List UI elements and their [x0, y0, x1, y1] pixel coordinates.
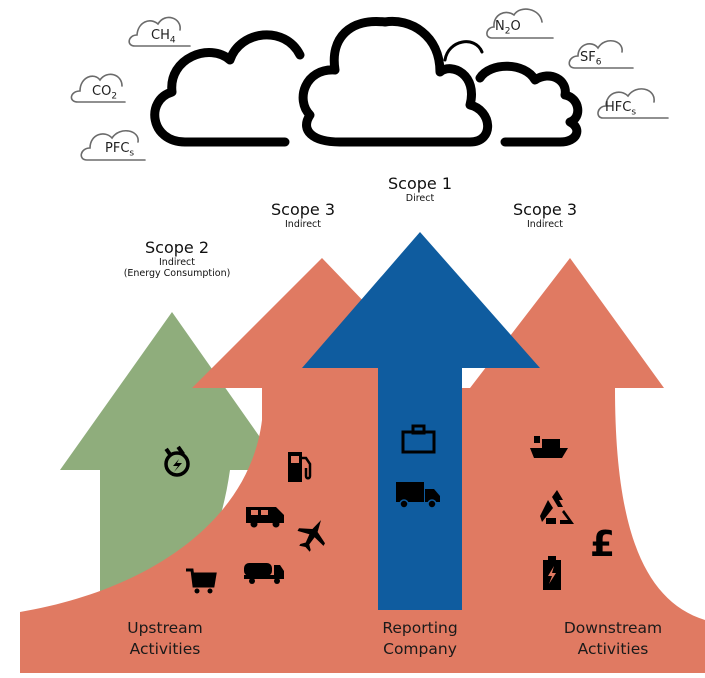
gas-label-n2o: N2O	[495, 19, 521, 37]
gas-ch4-main: CH	[151, 28, 170, 43]
scope1-label: Scope 1 Direct	[370, 174, 470, 204]
upstream-label: Upstream Activities	[105, 618, 225, 660]
scope2-title: Scope 2	[144, 238, 209, 257]
gas-hfcs-main: HFC	[605, 100, 632, 115]
gas-n2o-sub: 2	[504, 26, 511, 37]
scope3-right-subtitle: Indirect	[527, 219, 563, 230]
scope3-left-title: Scope 3	[270, 200, 335, 219]
plug-icon	[164, 445, 190, 477]
briefcase-icon	[401, 424, 436, 454]
large-cloud-center	[298, 16, 493, 147]
scope2-label: Scope 2 Indirect (Energy Consumption)	[107, 238, 247, 279]
small-cloud-hfcs	[597, 88, 669, 119]
reporting-company-label: Reporting Company	[360, 618, 480, 660]
gas-sf6-sub: 6	[595, 57, 602, 68]
downstream-label: Downstream Activities	[548, 618, 678, 660]
scope2-subtitle-detail: (Energy Consumption)	[123, 268, 231, 279]
scope2-arrow	[60, 312, 283, 620]
scope1-subtitle: Direct	[405, 193, 435, 204]
small-cloud-n2o	[486, 8, 554, 39]
ship-icon	[530, 436, 568, 458]
tanker-truck-icon	[244, 563, 284, 584]
gas-ch4-sub: 4	[169, 35, 176, 46]
gas-n2o-main: N	[495, 19, 505, 34]
downstream-line1: Downstream	[563, 619, 663, 637]
scope3-right-title: Scope 3	[512, 200, 577, 219]
scope3-left-subtitle: Indirect	[285, 219, 321, 230]
airplane-icon	[297, 520, 325, 552]
gas-label-ch4: CH4	[151, 28, 176, 46]
pound-icon: £	[590, 524, 615, 565]
gas-co2-sub: 2	[111, 91, 118, 102]
upstream-line2: Activities	[129, 640, 201, 658]
small-cloud-ch4	[128, 16, 191, 47]
scope2-subtitle: Indirect	[159, 257, 195, 268]
shopping-cart-icon	[186, 568, 217, 594]
recycle-icon	[540, 490, 574, 524]
gas-clouds	[70, 8, 669, 161]
large-cloud-right	[475, 61, 583, 147]
scope3-right-label: Scope 3 Indirect	[495, 200, 595, 230]
upstream-line1: Upstream	[127, 619, 203, 637]
small-cloud-sf6	[568, 40, 634, 69]
scope1-title: Scope 1	[387, 174, 452, 193]
reporting-line1: Reporting	[382, 619, 458, 637]
gas-co2-main: CO	[92, 84, 112, 99]
gas-sf6-main: SF	[580, 50, 596, 65]
gas-label-pfcs: PFCs	[105, 141, 134, 159]
small-cloud-pfcs	[80, 130, 146, 161]
van-icon	[246, 507, 284, 528]
battery-icon	[543, 556, 561, 590]
gas-hfcs-sub: s	[631, 107, 637, 118]
fuel-pump-icon	[288, 452, 312, 482]
gas-label-co2: CO2	[92, 84, 117, 102]
downstream-line2: Activities	[577, 640, 649, 658]
small-cloud-co2	[70, 73, 126, 103]
gas-pfcs-main: PFC	[105, 141, 130, 156]
delivery-truck-icon	[396, 482, 440, 509]
cloud-hump-small	[443, 40, 484, 62]
gas-label-hfcs: HFCs	[605, 100, 636, 118]
emissions-clouds	[150, 16, 583, 147]
scope1-arrow	[302, 232, 540, 610]
gas-n2o-tail: O	[510, 19, 521, 34]
large-cloud-left	[150, 30, 305, 147]
gas-pfcs-sub: s	[129, 148, 135, 159]
reporting-line2: Company	[383, 640, 457, 658]
gas-label-sf6: SF6	[580, 50, 601, 68]
scope3-left-label: Scope 3 Indirect	[253, 200, 353, 230]
